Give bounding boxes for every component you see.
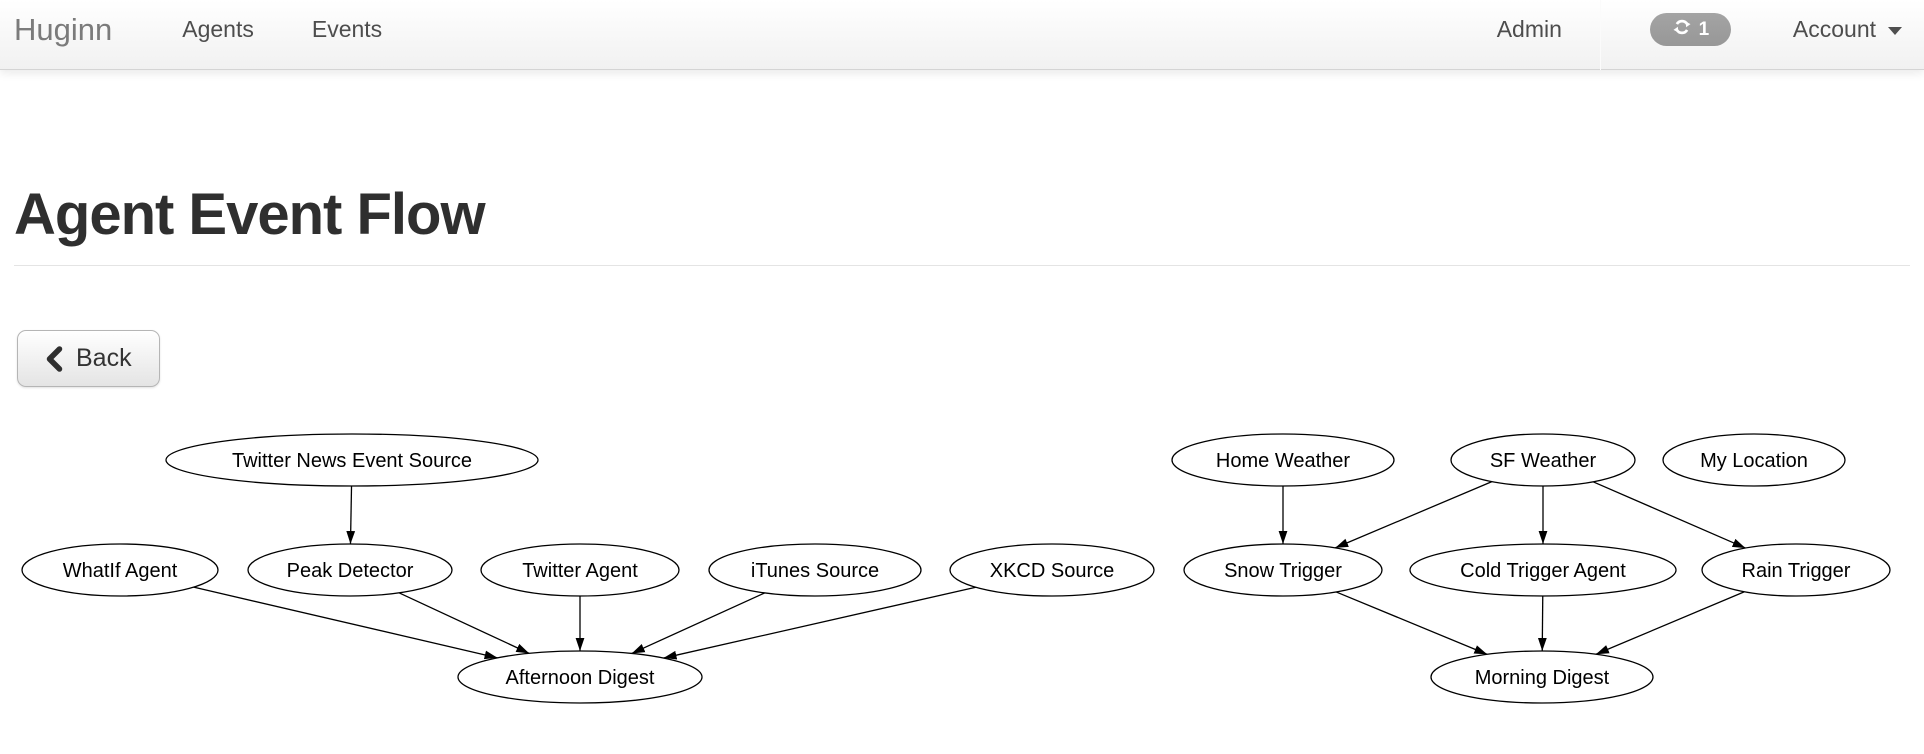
edge-xkcd-afternoon [663,586,976,660]
graph-node-morning: Morning Digest [1430,650,1654,704]
account-label: Account [1792,16,1876,42]
agent-event-flow-diagram: Twitter News Event Source Home Weather SF … [0,430,1924,720]
account-dropdown[interactable]: Account [1793,16,1902,43]
worker-status-badge[interactable]: 1 [1649,13,1731,46]
graph-node-my_location: My Location [1662,433,1846,487]
edge-cold-morning [1537,595,1547,652]
graph-node-itunes: iTunes Source [708,543,922,597]
graph-node-twitter_agent: Twitter Agent [480,543,680,597]
page-title: Agent Event Flow [14,182,486,247]
primary-nav: Agents Events [182,16,382,43]
graph-node-home_weather: Home Weather [1171,433,1395,487]
edge-snow-morning [1335,591,1488,655]
nav-item-agents[interactable]: Agents [182,16,254,42]
graph-node-label: Cold Trigger Agent [1460,560,1626,582]
graph-node-label: Home Weather [1216,450,1350,472]
graph-node-snow: Snow Trigger [1183,543,1383,597]
chevron-left-icon [45,345,63,372]
edge-twitter_news-peak [346,485,356,545]
edge-itunes-afternoon [631,592,765,655]
graph-node-label: SF Weather [1490,450,1597,472]
title-divider [14,265,1910,266]
worker-count: 1 [1698,18,1710,40]
graph-node-cold: Cold Trigger Agent [1409,543,1677,597]
edge-peak-afternoon [398,592,530,654]
nav-right-group: Admin 1 Account [1496,0,1902,70]
graph-node-label: Peak Detector [287,560,414,582]
chevron-down-icon [1888,27,1902,35]
graph-node-label: WhatIf Agent [63,560,178,582]
back-button-label: Back [76,344,132,372]
graph-node-whatif: WhatIf Agent [21,543,219,597]
nav-item-events[interactable]: Events [311,16,383,42]
edge-sf_weather-snow [1334,481,1493,549]
edge-rain-morning [1595,591,1745,655]
back-button[interactable]: Back [17,330,160,387]
nav-divider [1599,0,1601,70]
edge-whatif-afternoon [193,586,498,660]
graph-node-peak: Peak Detector [247,543,453,597]
graph-node-label: Twitter News Event Source [232,450,472,472]
graph-node-afternoon: Afternoon Digest [457,650,703,704]
graph-node-label: Morning Digest [1475,667,1610,689]
graph-node-rain: Rain Trigger [1701,543,1891,597]
graph-node-label: Afternoon Digest [506,667,655,689]
graph-node-xkcd: XKCD Source [949,543,1155,597]
graph-node-label: My Location [1700,450,1808,472]
edge-sf_weather-rain [1592,481,1746,549]
graph-node-sf_weather: SF Weather [1450,433,1636,487]
refresh-icon [1672,17,1692,42]
graph-node-twitter_news: Twitter News Event Source [165,433,539,487]
graph-node-label: iTunes Source [751,560,879,582]
graph-node-label: Rain Trigger [1742,560,1851,582]
top-navbar: Huginn Agents Events Admin 1 Account [0,0,1924,70]
nav-item-admin[interactable]: Admin [1496,16,1562,42]
graph-node-label: Twitter Agent [522,560,638,582]
graph-node-label: XKCD Source [990,560,1115,582]
graph-node-label: Snow Trigger [1224,560,1342,582]
brand-huginn[interactable]: Huginn [14,11,113,47]
